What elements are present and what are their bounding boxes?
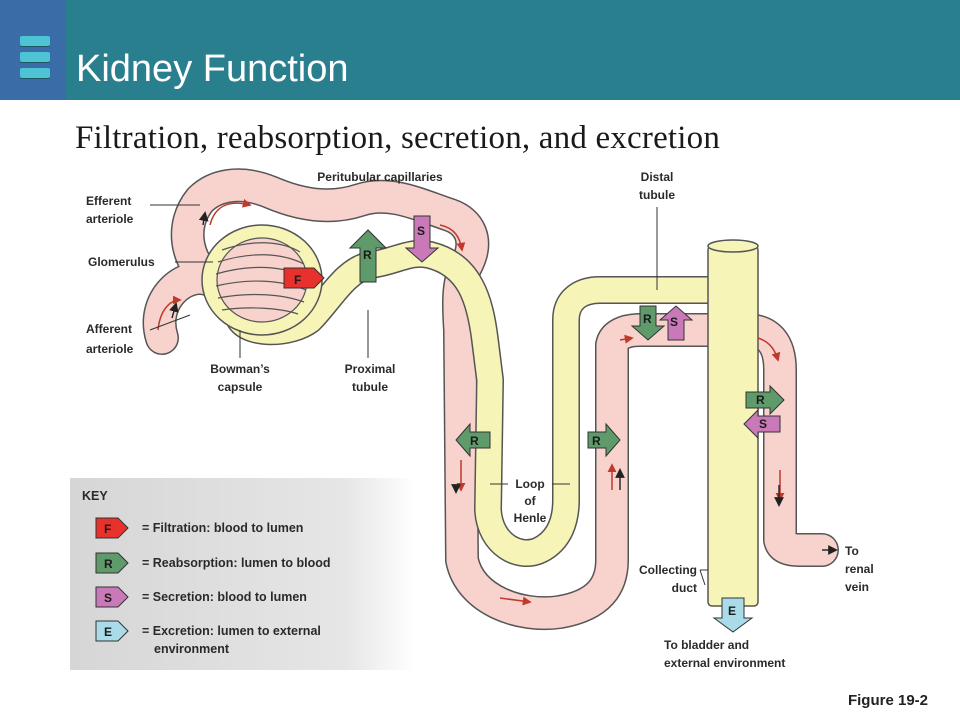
label-to-bladder-2: external environment: [664, 656, 785, 670]
label-efferent-arteriole: Efferent: [86, 194, 131, 208]
label-proximal-tubule-2: tubule: [352, 380, 388, 394]
reabsorption-badge-proximal: R: [348, 229, 388, 283]
svg-text:R: R: [104, 557, 113, 571]
label-afferent-arteriole: Afferent: [86, 322, 132, 336]
svg-text:S: S: [417, 224, 425, 238]
svg-text:R: R: [470, 434, 479, 448]
label-proximal-tubule: Proximal: [345, 362, 396, 376]
secretion-badge-distal: S: [658, 305, 694, 341]
svg-text:R: R: [592, 434, 601, 448]
secretion-badge-proximal: S: [404, 215, 440, 263]
reabsorption-badge-loop-right: R: [587, 422, 621, 458]
label-collecting-duct-2: duct: [672, 581, 697, 595]
reabsorption-badge-distal: R: [630, 305, 666, 341]
label-distal-tubule-2: tubule: [639, 188, 675, 202]
svg-text:= Filtration: blood to lumen: = Filtration: blood to lumen: [142, 521, 303, 535]
svg-text:= Reabsorption: lumen to blood: = Reabsorption: lumen to blood: [142, 556, 331, 570]
nephron-tubule: [201, 224, 759, 607]
label-to-bladder: To bladder and: [664, 638, 749, 652]
figure-label: Figure 19-2: [847, 692, 928, 709]
svg-text:= Excretion: lumen to external: = Excretion: lumen to external: [142, 624, 321, 638]
label-to-renal-vein: To: [845, 544, 859, 558]
label-loop-of-henle-2: of: [524, 494, 536, 508]
secretion-badge-collecting: S: [743, 408, 781, 440]
label-efferent-arteriole-2: arteriole: [86, 212, 134, 226]
tubule-flow-arrows: [169, 211, 784, 507]
label-to-renal-vein-2: renal: [845, 562, 874, 576]
slide-title: Kidney Function: [76, 48, 349, 90]
key-reabsorption: R = Reabsorption: lumen to blood: [95, 552, 331, 574]
filtration-badge: F: [283, 267, 325, 289]
svg-text:F: F: [104, 522, 111, 536]
label-distal-tubule: Distal: [641, 170, 674, 184]
key-excretion: E = Excretion: lumen to external environ…: [95, 620, 321, 656]
svg-text:S: S: [670, 315, 678, 329]
label-to-renal-vein-3: vein: [845, 580, 869, 594]
key-filtration: F = Filtration: blood to lumen: [95, 517, 303, 539]
reabsorption-badge-collecting: R: [745, 384, 785, 416]
flow-arrows: [157, 198, 785, 606]
svg-text:S: S: [104, 591, 112, 605]
key-secretion: S = Secretion: blood to lumen: [95, 586, 307, 608]
key-title: KEY: [82, 489, 108, 503]
label-loop-of-henle-3: Henle: [514, 511, 547, 525]
label-bowmans-capsule: Bowman’s: [210, 362, 270, 376]
svg-text:F: F: [294, 273, 301, 287]
svg-text:R: R: [756, 393, 765, 407]
label-loop-of-henle: Loop: [515, 477, 544, 491]
svg-text:= Secretion: blood to lumen: = Secretion: blood to lumen: [142, 590, 307, 604]
key-box: [70, 478, 415, 670]
label-afferent-arteriole-2: arteriole: [86, 342, 134, 356]
label-glomerulus: Glomerulus: [88, 255, 155, 269]
svg-text:E: E: [728, 604, 736, 618]
svg-text:R: R: [363, 248, 372, 262]
label-bowmans-capsule-2: capsule: [218, 380, 263, 394]
svg-text:environment: environment: [154, 642, 230, 656]
title-bar: [0, 0, 960, 100]
svg-text:E: E: [104, 625, 112, 639]
reabsorption-badge-loop-left: R: [455, 422, 491, 458]
excretion-badge: E: [712, 597, 754, 633]
slide-subtitle: Filtration, reabsorption, secretion, and…: [75, 120, 721, 156]
title-bar-accent: [0, 0, 66, 100]
leader-lines: [149, 204, 708, 586]
svg-text:S: S: [759, 417, 767, 431]
menu-icon[interactable]: [20, 36, 50, 82]
label-collecting-duct: Collecting: [639, 563, 697, 577]
label-peritubular-capillaries: Peritubular capillaries: [317, 170, 443, 184]
svg-text:R: R: [643, 312, 652, 326]
